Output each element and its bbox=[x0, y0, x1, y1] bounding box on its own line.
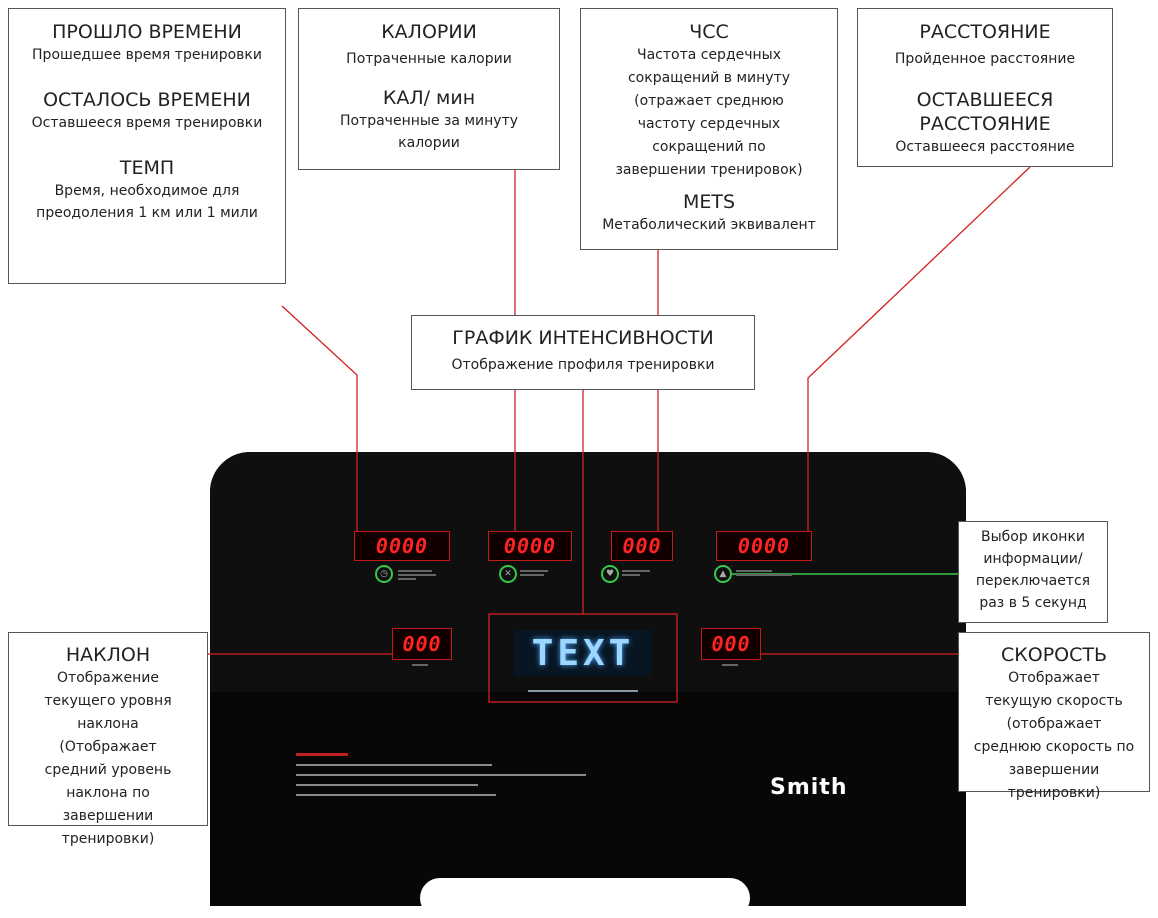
warning-title bbox=[296, 753, 348, 756]
speed-desc: Отображает текущую скорость (отображает … bbox=[973, 670, 1135, 801]
distance-led-display: 0000 bbox=[716, 531, 812, 561]
calories-per-min-desc: Потраченные за минуту калории bbox=[339, 113, 519, 151]
pace-desc: Время, необходимое для преодоления 1 км … bbox=[36, 183, 258, 221]
remaining-distance-title: ОСТАВШЕЕСЯ РАССТОЯНИЕ bbox=[916, 89, 1054, 135]
hr-title: ЧСС bbox=[689, 21, 729, 43]
time-led-display: 0000 bbox=[354, 531, 450, 561]
treadmill-console bbox=[210, 452, 966, 906]
time-leader-line bbox=[281, 305, 358, 546]
mets-title: METS bbox=[682, 191, 736, 213]
intensity-callout-box: ГРАФИК ИНТЕНСИВНОСТИ Отображение профиля… bbox=[411, 315, 755, 390]
distance-desc: Пройденное расстояние bbox=[894, 51, 1076, 67]
elapsed-time-desc: Прошедшее время тренировки bbox=[32, 47, 262, 63]
distance-icon[interactable]: ▲ bbox=[714, 565, 732, 583]
screen-caption bbox=[500, 690, 666, 692]
hr-callout-box: ЧСС Частота сердечных сокращений в минут… bbox=[580, 8, 838, 250]
calories-callout-box: КАЛОРИИ Потраченные калории КАЛ/ мин Пот… bbox=[298, 8, 560, 170]
calories-title: КАЛОРИИ bbox=[381, 21, 477, 43]
speed-callout-box: СКОРОСТЬ Отображает текущую скорость (от… bbox=[958, 632, 1150, 801]
icon-select-desc: Выбор иконки информации/ переключается р… bbox=[975, 529, 1091, 611]
elapsed-time-title: ПРОШЛО ВРЕМЕНИ bbox=[52, 21, 242, 43]
calories-desc: Потраченные калории bbox=[346, 51, 512, 67]
distance-callout-box: РАССТОЯНИЕ Пройденное расстояние ОСТАВШЕ… bbox=[857, 8, 1113, 167]
intensity-desc: Отображение профиля тренировки bbox=[451, 357, 715, 373]
calories-per-min-title: КАЛ/ мин bbox=[382, 87, 476, 109]
warning-line bbox=[296, 774, 586, 776]
distance-title: РАССТОЯНИЕ bbox=[919, 21, 1051, 43]
incline-unit-label bbox=[412, 664, 432, 666]
hr-led-display: 000 bbox=[611, 531, 673, 561]
incline-callout-box: НАКЛОН Отображение текущего уровня накло… bbox=[8, 632, 208, 847]
pace-title: ТЕМП bbox=[119, 157, 175, 179]
speed-led-display: 000 bbox=[701, 628, 761, 660]
console-handle-cutout bbox=[420, 878, 750, 918]
intensity-title: ГРАФИК ИНТЕНСИВНОСТИ bbox=[452, 327, 714, 349]
hr-desc: Частота сердечных сокращений в минуту (о… bbox=[615, 47, 803, 178]
screen-highlight-frame bbox=[488, 613, 678, 703]
distance-leader-line bbox=[807, 166, 1031, 531]
remaining-time-title: ОСТАЛОСЬ ВРЕМЕНИ bbox=[43, 89, 251, 111]
warning-line bbox=[296, 794, 496, 796]
incline-desc: Отображение текущего уровня наклона (Ото… bbox=[44, 670, 172, 847]
mets-desc: Метаболический эквивалент bbox=[602, 217, 816, 233]
heart-icon[interactable]: ♥ bbox=[601, 565, 619, 583]
calories-icon[interactable]: ✕ bbox=[499, 565, 517, 583]
remaining-time-desc: Оставшееся время тренировки bbox=[31, 115, 263, 131]
clock-icon[interactable]: ◷ bbox=[375, 565, 393, 583]
remaining-distance-desc: Оставшееся расстояние bbox=[895, 139, 1075, 155]
speed-title: СКОРОСТЬ bbox=[1000, 644, 1108, 666]
matrix-display-screen: TEXT bbox=[514, 630, 652, 676]
time-callout-box: ПРОШЛО ВРЕМЕНИ Прошедшее время тренировк… bbox=[8, 8, 286, 284]
calories-indicator-labels bbox=[520, 568, 550, 578]
incline-title: НАКЛОН bbox=[65, 644, 151, 666]
icon-select-callout-box: Выбор иконки информации/ переключается р… bbox=[958, 521, 1108, 623]
calories-led-display: 0000 bbox=[488, 531, 572, 561]
brand-logo: Smith bbox=[770, 775, 848, 800]
warning-line bbox=[296, 784, 478, 786]
hr-indicator-labels bbox=[622, 568, 652, 578]
warning-line bbox=[296, 764, 492, 766]
incline-led-display: 000 bbox=[392, 628, 452, 660]
distance-indicator-labels bbox=[736, 568, 796, 578]
time-indicator-labels bbox=[398, 568, 438, 586]
speed-unit-label bbox=[722, 664, 742, 666]
